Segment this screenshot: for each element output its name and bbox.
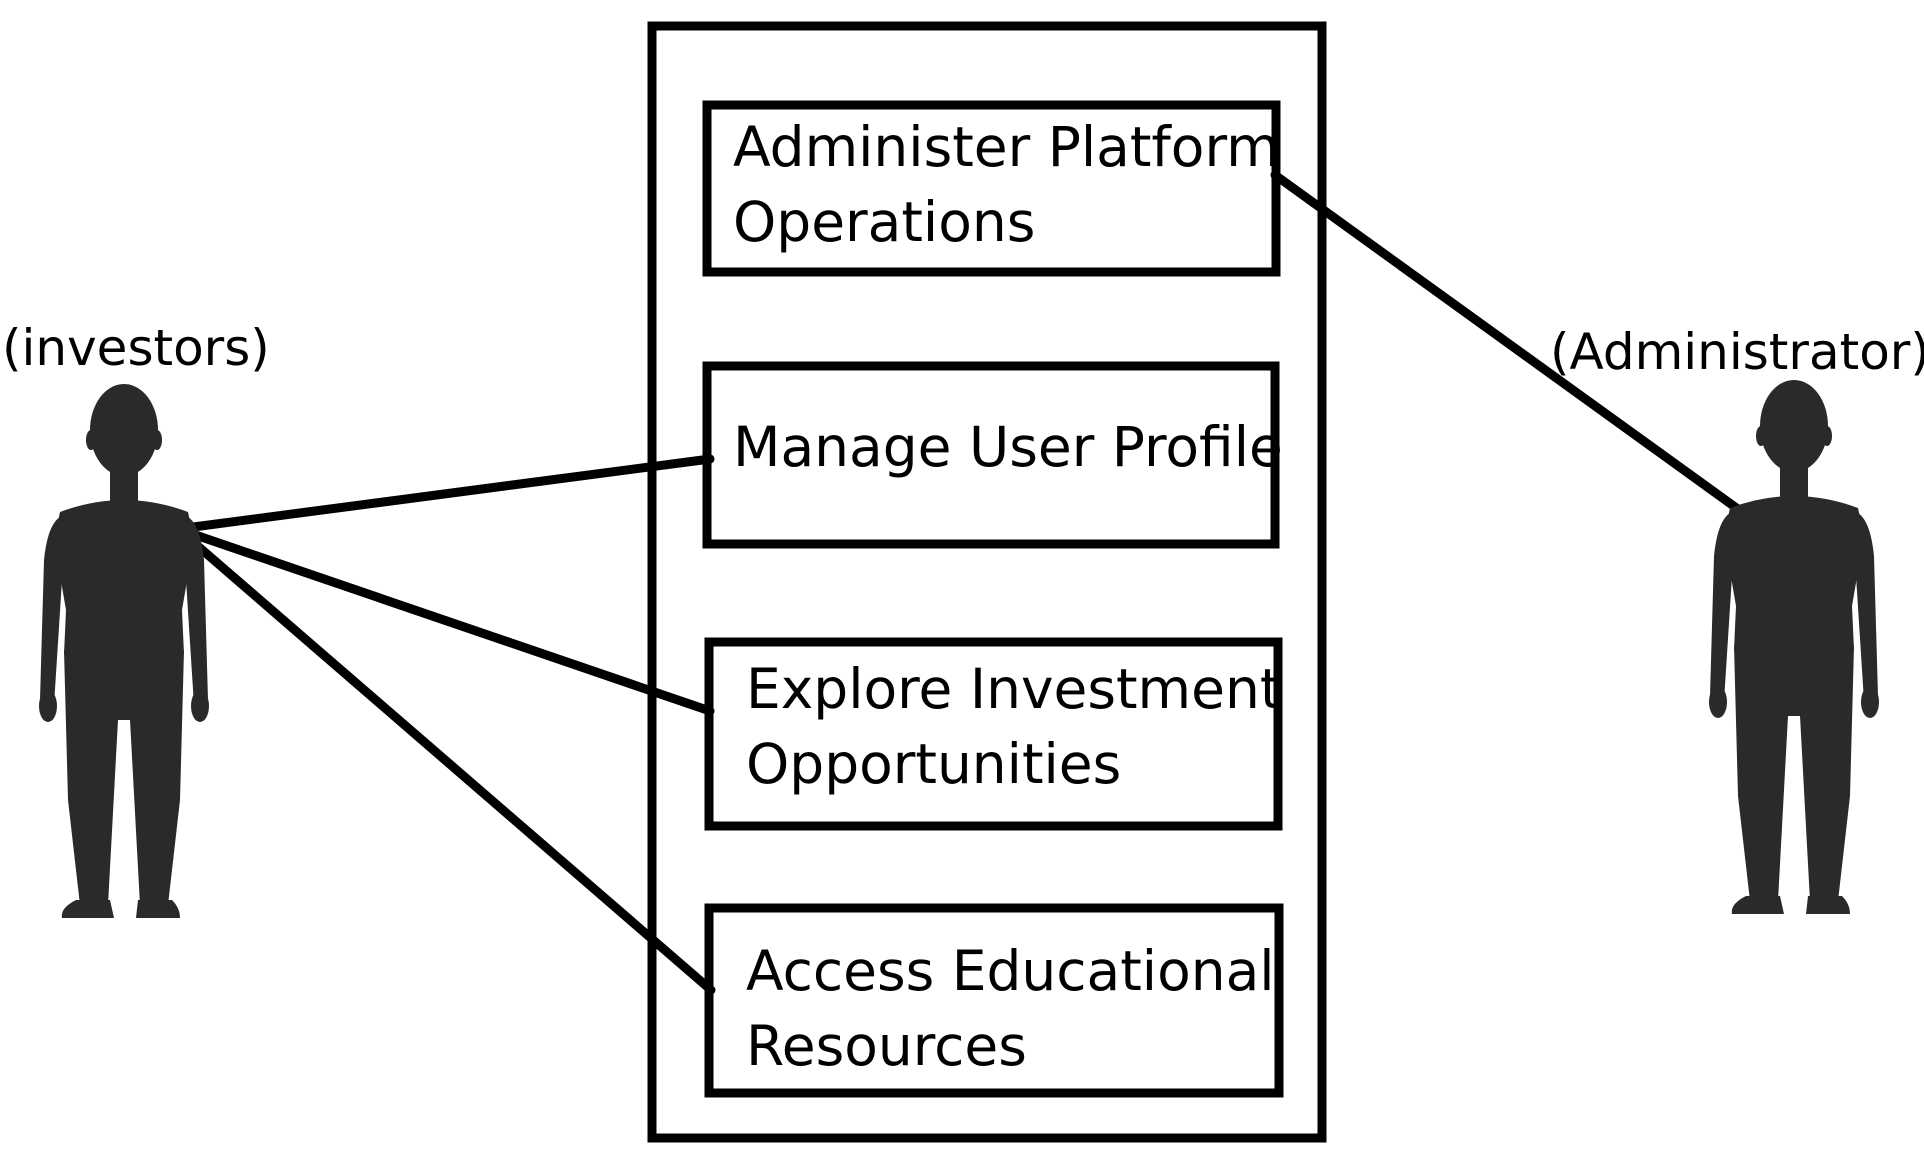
actor-label-investors: (investors) — [2, 319, 270, 377]
usecase-label-line: Operations — [733, 190, 1036, 254]
association-investors-access-educational — [173, 524, 716, 995]
usecase-box-explore-investment-opportunities[interactable] — [704, 637, 1283, 831]
association-investors-manage-user-profile — [173, 454, 715, 534]
usecase-label-line: Explore Investment — [746, 657, 1282, 721]
administrator-figure-icon — [1709, 380, 1879, 914]
investor-figure-icon — [39, 384, 209, 918]
usecase-label-line: Access Educational — [746, 939, 1275, 1003]
association-administrator-administer-platform — [1270, 170, 1765, 530]
usecase-label-explore-investment-opportunities: Explore Investment Opportunities — [746, 652, 1281, 802]
actor-label-administrator: (Administrator) — [1550, 323, 1924, 381]
usecase-label-line: Resources — [746, 1014, 1027, 1078]
system-boundary — [647, 21, 1327, 1143]
usecase-label-line: Opportunities — [746, 732, 1122, 796]
usecase-label-manage-user-profile: Manage User Profile — [733, 410, 1283, 485]
usecase-box-administer-platform-operations[interactable] — [702, 100, 1281, 277]
association-investors-explore-investment — [173, 524, 715, 716]
usecase-label-line: Manage User Profile — [733, 415, 1283, 479]
usecase-box-access-educational-resources[interactable] — [704, 903, 1284, 1098]
usecase-label-administer-platform-operations: Administer Platform Operations — [733, 110, 1280, 260]
usecase-label-line: Administer Platform — [733, 115, 1280, 179]
usecase-label-access-educational-resources: Access Educational Resources — [746, 934, 1275, 1084]
